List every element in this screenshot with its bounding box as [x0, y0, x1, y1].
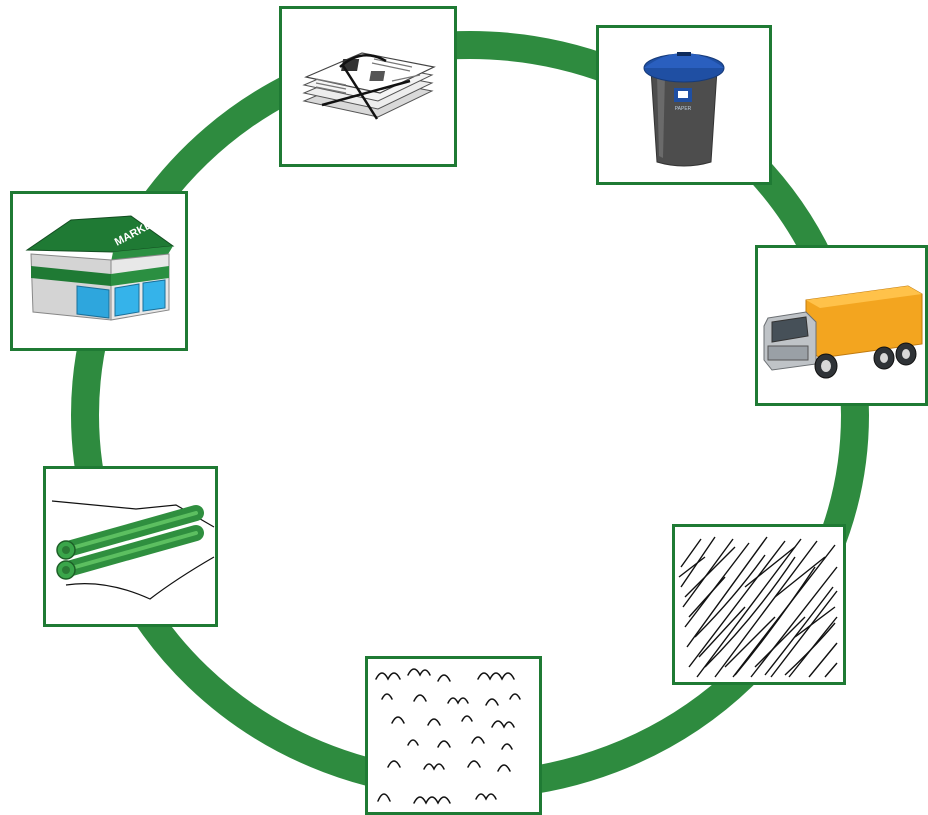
recycle-bin-icon: PAPER — [599, 28, 769, 182]
stage-fibers-card — [672, 524, 846, 685]
market-store-icon: MARKET — [13, 194, 185, 348]
stage-recycle-bin-card: PAPER — [596, 25, 772, 185]
shredded-fibers-icon — [675, 527, 843, 682]
stage-truck-card — [755, 245, 928, 406]
newspaper-bundle-icon — [282, 9, 454, 164]
paper-roll-icon — [46, 469, 215, 624]
stage-newspaper-card — [279, 6, 457, 167]
bin-label: PAPER — [675, 106, 692, 112]
paper-pulp-icon — [368, 659, 539, 812]
stage-market-card: MARKET — [10, 191, 188, 351]
stage-pulp-card — [365, 656, 542, 815]
stage-paper-roll-card — [43, 466, 218, 627]
delivery-truck-icon — [758, 248, 925, 403]
